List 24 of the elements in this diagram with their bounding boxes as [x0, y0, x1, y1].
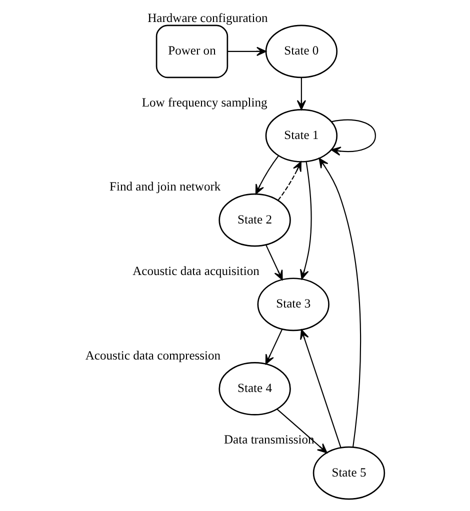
node-ellipse: State 2: [218, 193, 290, 247]
node-label: Acoustic data compression: [84, 348, 220, 362]
arrow: [276, 408, 327, 454]
node-label: Data transmission: [224, 432, 314, 447]
node-label: Find and join network: [108, 180, 220, 194]
arrow: [264, 244, 282, 280]
arrow: [296, 78, 306, 110]
node-ellipse: State 1: [264, 109, 338, 162]
node-ellipse: State 0: [264, 24, 338, 78]
arrow: [277, 161, 301, 201]
arrow: [299, 162, 312, 280]
arrow: [300, 329, 341, 448]
node-label: Acoustic data acquisition: [132, 264, 259, 278]
node-box: Power on: [155, 24, 228, 78]
node-label: Hardware configuration: [147, 10, 268, 25]
node-ellipse: State 5: [312, 446, 385, 500]
arrow: [226, 46, 266, 56]
arrow: [254, 155, 278, 194]
arrow: [330, 119, 376, 156]
node-ellipse: State 4: [218, 362, 290, 416]
arrow: [318, 158, 361, 448]
node-label: Low frequency sampling: [141, 95, 267, 110]
arrow: [264, 328, 282, 365]
node-ellipse: State 3: [256, 278, 329, 332]
